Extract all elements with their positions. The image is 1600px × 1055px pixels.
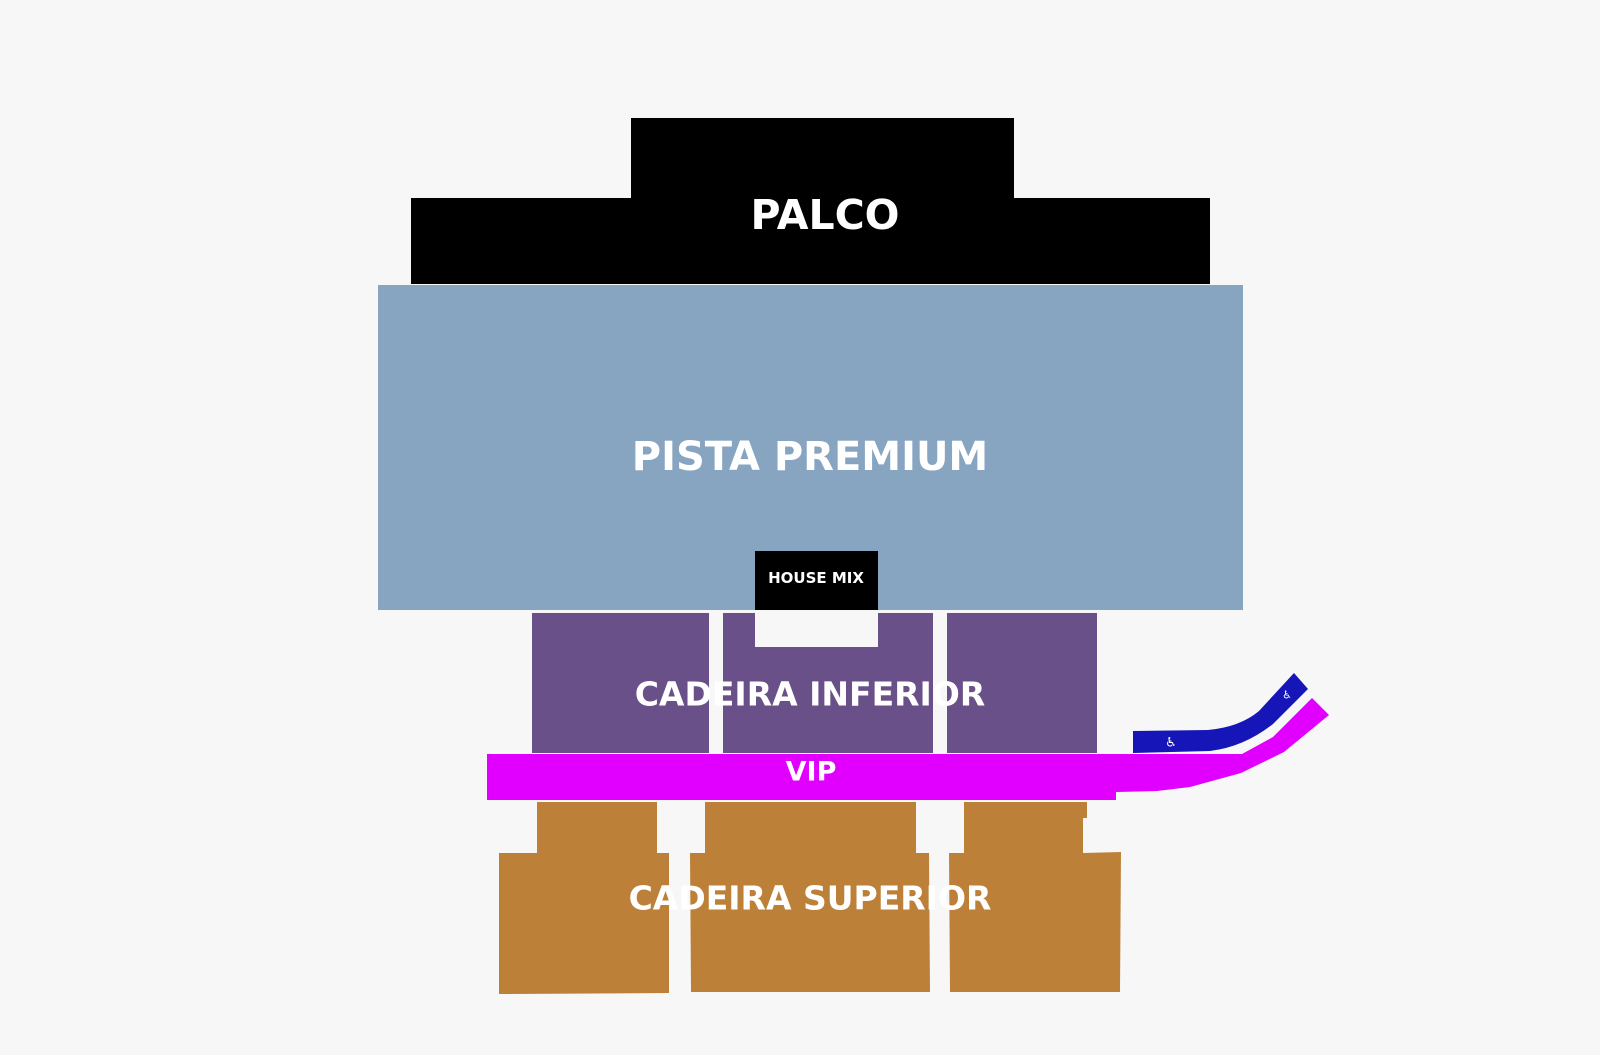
- section-cadeira-inferior-left[interactable]: [532, 613, 709, 753]
- section-cadeira-inferior-center[interactable]: [723, 613, 933, 753]
- house-mix: [755, 551, 878, 610]
- section-cadeira-superior-left[interactable]: [499, 802, 669, 994]
- section-cadeira-superior-center[interactable]: [690, 802, 930, 992]
- section-cadeira-inferior-right[interactable]: [947, 613, 1097, 753]
- section-vip[interactable]: [487, 698, 1329, 800]
- stage-palco: [411, 118, 1210, 284]
- section-cadeira-superior-right[interactable]: [949, 802, 1121, 992]
- section-accessible[interactable]: [1133, 673, 1308, 753]
